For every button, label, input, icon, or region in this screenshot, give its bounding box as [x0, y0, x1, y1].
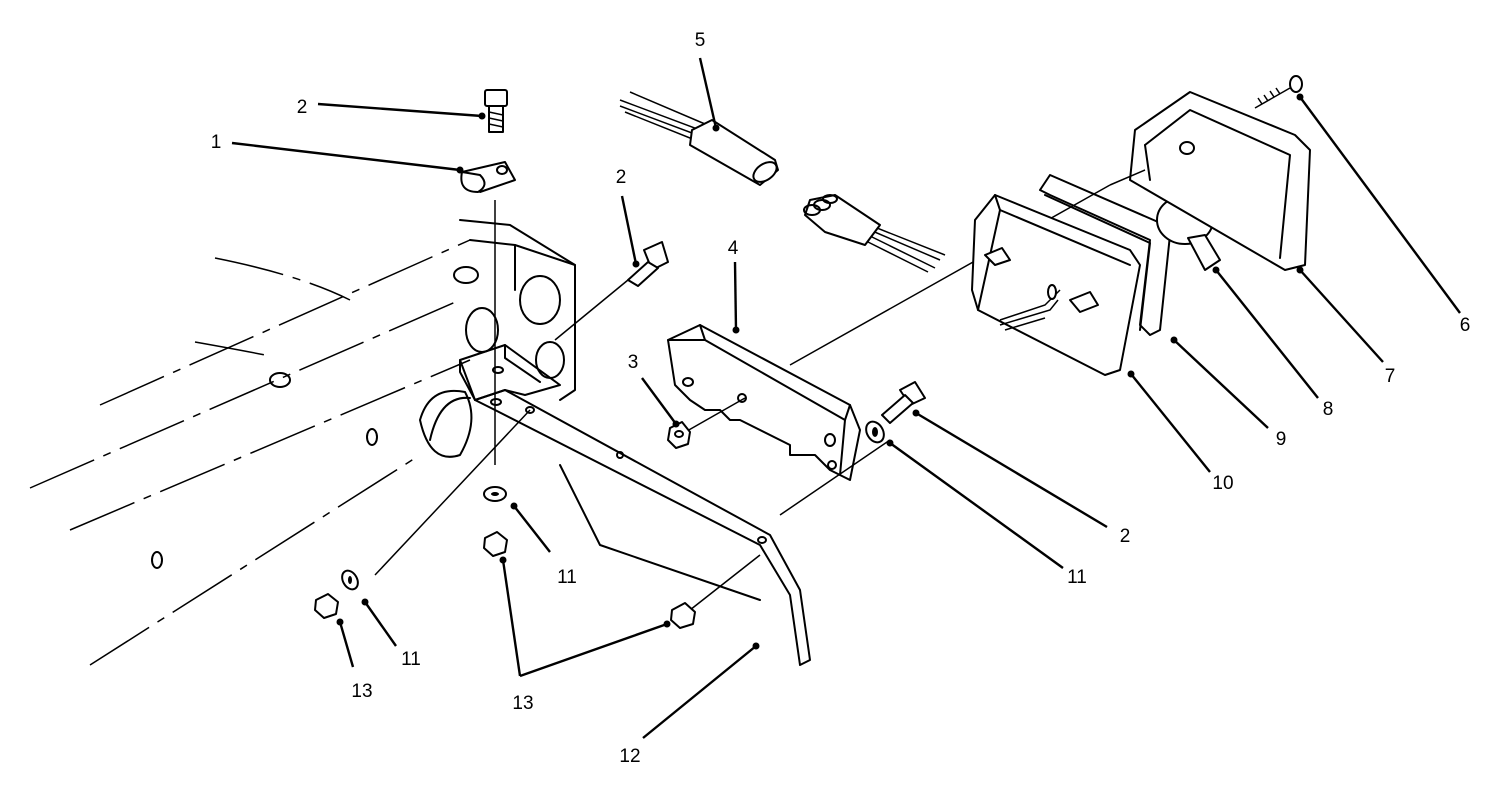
wire-harness-connector	[619, 91, 946, 273]
callout-1: 1	[211, 132, 222, 153]
washer-11-left	[341, 569, 359, 591]
nut-13-center	[483, 531, 508, 557]
callout-2-middle: 2	[616, 167, 627, 188]
callout-6: 6	[1460, 315, 1471, 336]
cable-clamp	[460, 161, 516, 193]
exploded-lines	[374, 184, 1111, 611]
callout-3: 3	[628, 352, 639, 373]
bolt-top	[484, 89, 508, 133]
callout-13-left: 13	[351, 681, 372, 702]
washer-11-center	[483, 486, 507, 502]
callout-10: 10	[1212, 473, 1233, 494]
callout-12: 12	[619, 746, 640, 767]
nut-13-left	[314, 593, 339, 619]
screw-6	[1254, 75, 1303, 109]
callout-9: 9	[1276, 429, 1287, 450]
callout-5: 5	[695, 30, 706, 51]
nut-13-right	[670, 602, 696, 629]
callout-2-top: 2	[297, 97, 308, 118]
nut-3	[667, 421, 691, 449]
callout-8: 8	[1323, 399, 1334, 420]
washer-11-right	[865, 420, 885, 444]
callout-4: 4	[728, 238, 739, 259]
lamp-gasket-9	[1039, 174, 1171, 336]
lamp-lens-7	[1109, 91, 1311, 271]
light-bracket	[667, 324, 861, 481]
vehicle-frame	[29, 219, 576, 666]
bolt-middle	[627, 241, 669, 287]
callout-11-left: 11	[401, 649, 421, 670]
callout-7: 7	[1385, 366, 1396, 387]
callout-11-center: 11	[557, 567, 577, 588]
leader-lines	[231, 57, 1461, 739]
callout-13-center: 13	[512, 693, 533, 714]
callout-11-right: 11	[1067, 567, 1087, 588]
mounting-bracket	[459, 344, 811, 666]
callout-labels: 2 1 2 5 4 3 6 7 8 9 10 2 11 11 11 13 13 …	[211, 30, 1471, 767]
bolt-right	[881, 381, 926, 424]
lamp-base-10	[971, 194, 1141, 376]
callout-2-right: 2	[1120, 526, 1131, 547]
